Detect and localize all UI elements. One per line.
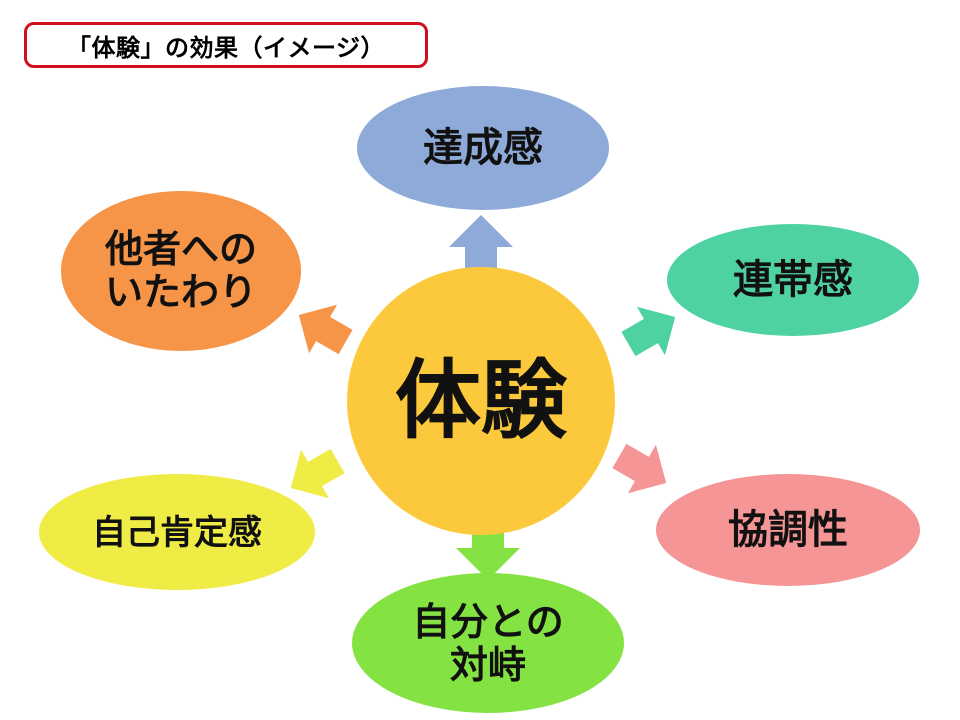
node-self-confrontation-line-2: 対峙 — [449, 643, 526, 687]
arrow-up-left — [298, 304, 353, 355]
center-label: 体験 — [361, 331, 601, 471]
node-consideration-line-1: 他者への — [104, 227, 257, 272]
node-achievement-text: 達成感 — [423, 124, 543, 171]
arrow-down — [456, 522, 520, 580]
center-label-text: 体験 — [395, 350, 567, 451]
node-consideration-label: 他者への いたわり — [76, 224, 286, 318]
arrow-up-right — [621, 306, 676, 357]
node-consideration-line-2: いたわり — [104, 270, 257, 314]
node-self-confrontation-label: 自分との 対峙 — [378, 598, 598, 690]
node-cooperation-text: 協調性 — [728, 506, 848, 553]
title-box: 「体験」の効果（イメージ） — [24, 22, 428, 68]
arrow-down-right — [612, 443, 667, 494]
node-cooperation-shape — [656, 474, 920, 586]
node-consideration-shape — [61, 191, 301, 351]
node-solidarity-label: 連帯感 — [683, 250, 903, 310]
node-self-affirmation-shape — [39, 474, 315, 590]
node-cooperation-label: 協調性 — [678, 500, 898, 560]
node-solidarity-shape — [667, 224, 919, 336]
node-self-confrontation-shape — [352, 573, 624, 713]
page-title: 「体験」の効果（イメージ） — [66, 33, 386, 62]
node-solidarity-text: 連帯感 — [733, 256, 853, 303]
arrow-down-left — [290, 448, 345, 499]
node-achievement-shape — [357, 86, 609, 210]
node-self-affirmation-text: 自己肯定感 — [92, 512, 262, 553]
node-self-confrontation-line-1: 自分との — [412, 600, 564, 645]
arrow-up — [449, 215, 513, 275]
center-circle-shape — [347, 267, 615, 535]
node-self-affirmation-label: 自己肯定感 — [62, 507, 292, 559]
node-achievement-label: 達成感 — [373, 118, 593, 178]
